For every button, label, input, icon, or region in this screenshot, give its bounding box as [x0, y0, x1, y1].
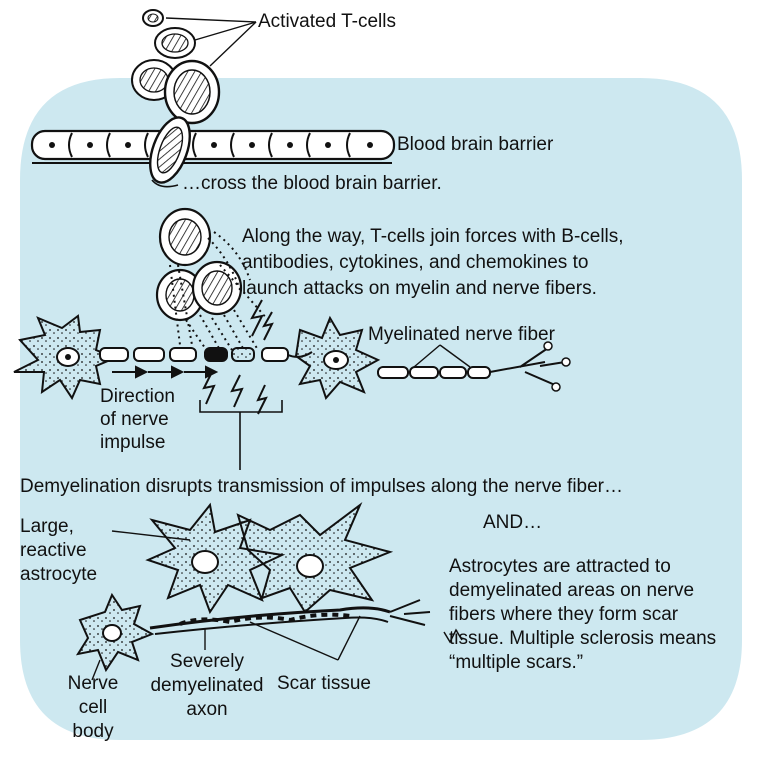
demyelination-caption: Demyelination disrupts transmission of i… — [20, 475, 623, 498]
scar-tissue-label: Scar tissue — [277, 672, 371, 695]
blood-brain-barrier-label: Blood brain barrier — [397, 133, 553, 156]
severely-demyelinated-axon-label: Severely demyelinated axon — [145, 650, 269, 722]
myelinated-nerve-fiber-label: Myelinated nerve fiber — [368, 323, 555, 346]
astrocytes-explanation: Astrocytes are attracted to demyelinated… — [449, 555, 716, 675]
cross-barrier-label: …cross the blood brain barrier. — [182, 172, 442, 195]
and-label: AND… — [483, 511, 542, 534]
direction-of-impulse-label: Direction of nerve impulse — [100, 385, 175, 454]
along-the-way-text: Along the way, T-cells join forces with … — [242, 224, 624, 302]
activated-t-cells-label: Activated T-cells — [258, 10, 396, 33]
nerve-cell-body-label: Nerve cell body — [58, 672, 128, 744]
large-reactive-astrocyte-label: Large, reactive astrocyte — [20, 515, 97, 587]
